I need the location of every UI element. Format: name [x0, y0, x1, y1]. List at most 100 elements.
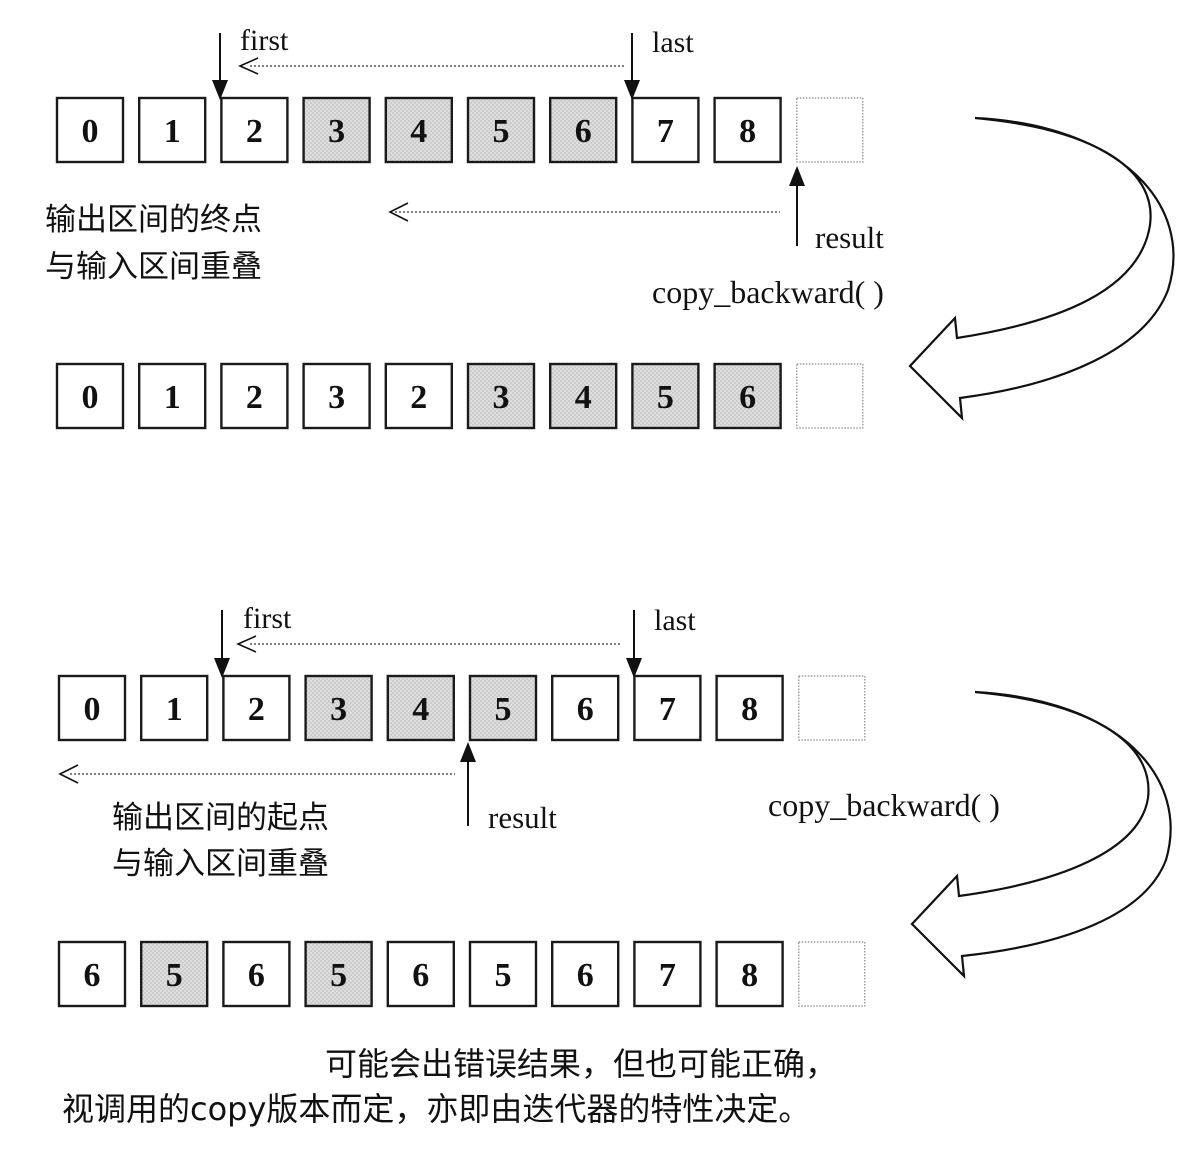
panel1-after-cell-value: 6	[739, 379, 756, 416]
panel1-last-label: last	[652, 26, 694, 59]
panel1-after-cell-box	[220, 362, 289, 430]
panel1-first-label: first	[240, 24, 289, 57]
panel2-before-cell-box	[57, 674, 127, 742]
panel1-before-cell-7: 7	[631, 96, 700, 164]
panel1-before-cell-box	[137, 96, 207, 164]
panel1-after-cell-value: 2	[246, 379, 263, 416]
panel2-after-cell-value: 5	[330, 957, 347, 994]
panel1-after-cell-box	[137, 362, 207, 430]
panel1-after-cell-5: 3	[466, 362, 536, 430]
panel1-after-cell-box	[384, 362, 453, 430]
panel1-before-cell-8: 8	[713, 96, 782, 164]
panel2-after-cell-box	[468, 940, 538, 1008]
panel1-before-cell-value: 0	[82, 113, 99, 150]
panel2-after-cell-box	[139, 940, 209, 1008]
panel2-output-arrow	[58, 764, 455, 784]
panel1-before-cell-box	[631, 96, 700, 164]
panel2-before-cell-1: 1	[139, 674, 209, 742]
panel1-after-cell-box	[796, 363, 864, 429]
panel1-before-cell-value: 7	[657, 113, 674, 150]
panel2-before-cell-box	[633, 674, 702, 742]
panel2-before-cell-6: 6	[551, 674, 620, 742]
panel2-after-cell-box	[715, 940, 784, 1008]
panel2-after-cell-box	[57, 940, 127, 1008]
panel2-after-cell-box	[633, 940, 702, 1008]
panel2-before-cell-value: 1	[166, 691, 183, 728]
panel2-result-label: result	[488, 800, 557, 835]
panel2-before-cell-box	[139, 674, 209, 742]
panel1-after-cell-value: 5	[657, 379, 674, 416]
caption-line2: 视调用的copy版本而定，亦即由迭代器的特性决定。	[62, 1090, 810, 1128]
panel1-after-cell-value: 3	[328, 379, 345, 416]
panel1-after-cell-0: 0	[55, 362, 125, 430]
panel1-after-cell-box	[549, 362, 618, 430]
panel1-before-cell-box	[796, 97, 864, 163]
panel2-last-label: last	[654, 604, 696, 637]
panel1-after-cell-4: 2	[384, 362, 453, 430]
panel2-curved-arrow	[910, 690, 1172, 979]
panel2-first-pointer: first	[214, 602, 292, 678]
panel1-output-arrow	[388, 202, 780, 222]
panel1-after-cell-box	[302, 362, 371, 430]
panel2-before-cell-box	[715, 674, 784, 742]
panel2-last-pointer: last	[626, 604, 696, 678]
panel1-after-cell-9	[796, 363, 864, 429]
panel2-before-cell-value: 2	[248, 691, 265, 728]
panel2-before-cell-value: 8	[741, 691, 758, 728]
panel2-before-cell-4: 4	[386, 674, 455, 742]
panel2-range-arrow	[236, 635, 620, 653]
panel1-before-cell-value: 6	[575, 113, 592, 150]
panel1-before-cell-value: 3	[328, 113, 345, 150]
panel2-after-cell-6: 6	[551, 940, 620, 1008]
panel2-after-cell-value: 6	[84, 957, 101, 994]
panel2-after-cell-value: 5	[166, 957, 183, 994]
panel2-before-cell-value: 7	[659, 691, 676, 728]
panel2-before-cell-8: 8	[715, 674, 784, 742]
panel1-after-cell-box	[713, 362, 782, 430]
panel1-after-cell-6: 4	[549, 362, 618, 430]
panel1-before-cell-box	[549, 96, 618, 164]
panel1-after-cell-value: 1	[164, 379, 181, 416]
panel2-function-label: copy_backward( )	[768, 787, 1000, 823]
panel2-after-cell-4: 6	[386, 940, 455, 1008]
panel1-after-cell-value: 2	[410, 379, 427, 416]
panel1-before-cell-6: 6	[549, 96, 618, 164]
panel1-before-cell-4: 4	[384, 96, 453, 164]
panel1-before-cell-0: 0	[55, 96, 125, 164]
panel2-after-cell-8: 8	[715, 940, 784, 1008]
panel2-before-cell-0: 0	[57, 674, 127, 742]
panel2-note-line2: 与输入区间重叠	[112, 846, 329, 882]
panel2-result-pointer: result	[460, 742, 557, 835]
panel2-after-cell-9	[798, 941, 866, 1007]
panel2-after-cell-box	[551, 940, 620, 1008]
panel1-last-pointer: last	[624, 26, 694, 100]
panel1-after-cell-box	[55, 362, 125, 430]
panel2-before-cell-value: 3	[330, 691, 347, 728]
panel1-first-pointer: first	[212, 24, 289, 100]
panel2-before-cell-value: 4	[412, 691, 429, 728]
panel2-before-cell-5: 5	[468, 674, 538, 742]
panel1-after-cell-box	[466, 362, 536, 430]
panel1-note-line1: 输出区间的终点	[45, 202, 262, 238]
panel1-after-cell-2: 2	[220, 362, 289, 430]
panel2-before-cell-3: 3	[304, 674, 373, 742]
panel1-after-cell-8: 6	[713, 362, 782, 430]
panel1-result-label: result	[815, 220, 884, 255]
panel2-after-cell-value: 8	[741, 957, 758, 994]
panel2-before-cell-value: 0	[84, 691, 101, 728]
panel1-note-line2: 与输入区间重叠	[45, 249, 262, 285]
panel2-after-cell-5: 5	[468, 940, 538, 1008]
panel2-note-line1: 输出区间的起点	[112, 800, 329, 836]
panel2-after-cell-box	[304, 940, 373, 1008]
panel1-before-cell-box	[713, 96, 782, 164]
panel2-before-cell-2: 2	[222, 674, 291, 742]
panel2-before-cell-box	[798, 675, 866, 741]
panel1-before-cell-box	[220, 96, 289, 164]
panel1-after-cell-value: 4	[575, 379, 592, 416]
